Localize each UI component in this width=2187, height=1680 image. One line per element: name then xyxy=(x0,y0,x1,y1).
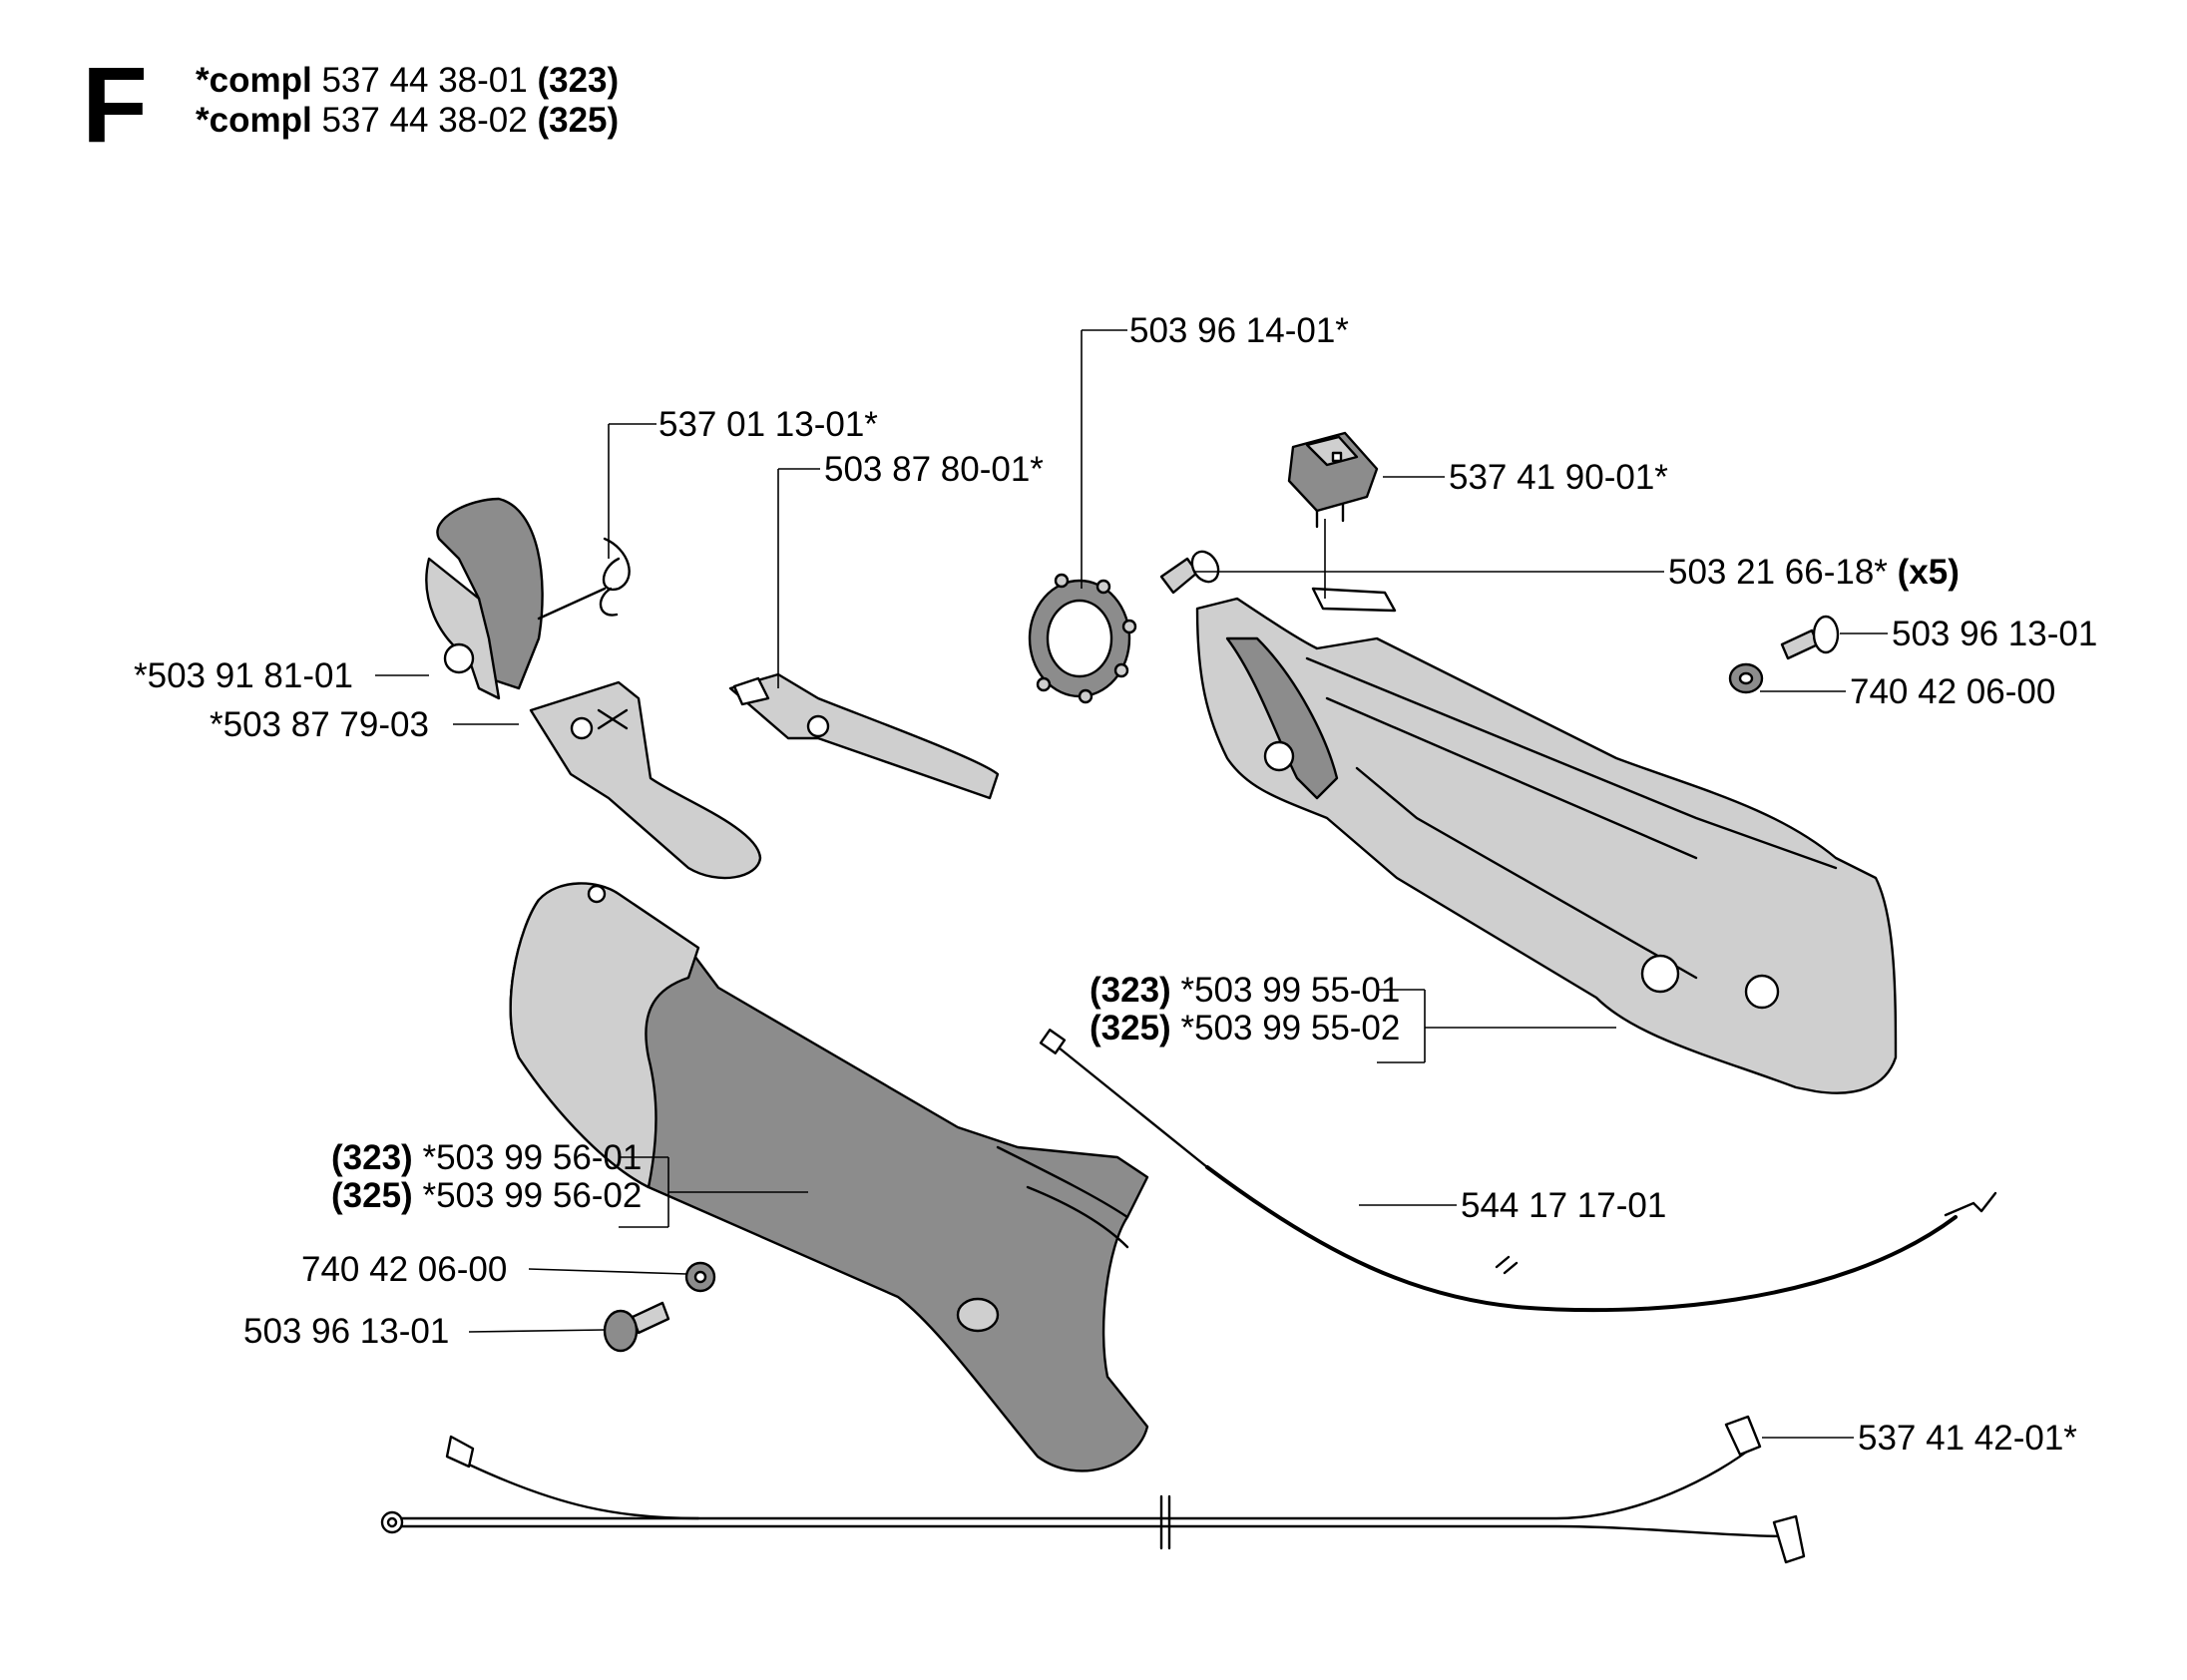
label-740-42-06-00-right: 740 42 06-00 xyxy=(1850,672,2055,711)
label-503-21-66-18: 503 21 66-18* (x5) xyxy=(1668,553,1960,592)
right-screw-drawing xyxy=(1780,615,1840,660)
housing-screw-drawing xyxy=(1159,550,1220,595)
header-1-model: (323) xyxy=(537,61,619,100)
left-screw-drawing xyxy=(603,1301,670,1353)
leader-lines xyxy=(375,329,1888,1439)
header-2-prefix: *compl xyxy=(196,101,312,140)
stop-switch-drawing xyxy=(1287,431,1379,529)
left-washer-drawing xyxy=(684,1261,716,1293)
label-503-99-55-02: (325) *503 99 55-02 xyxy=(1090,1009,1400,1048)
throttle-cable-drawing xyxy=(1039,1029,1997,1313)
throttle-rod-drawing xyxy=(728,672,1000,800)
label-503-91-81-01: *503 91 81-01 xyxy=(134,656,353,695)
front-grip-drawing xyxy=(509,882,1149,1472)
header-1-prefix: *compl xyxy=(196,61,312,100)
label-503-87-79-03: *503 87 79-03 xyxy=(210,705,429,744)
header-line-2: *compl 537 44 38-02 (325) xyxy=(196,101,619,140)
label-503-99-56-02: (325) *503 99 56-02 xyxy=(331,1176,642,1215)
label-503-21-66-18-qty: (x5) xyxy=(1898,553,1960,592)
right-washer-drawing xyxy=(1728,662,1764,694)
section-letter: F xyxy=(82,44,148,165)
label-740-42-06-00-left: 740 42 06-00 xyxy=(301,1250,507,1289)
label-537-41-90-01: 537 41 90-01* xyxy=(1449,458,1668,497)
label-503-99-55-01: (323) *503 99 55-01 xyxy=(1090,971,1400,1010)
label-503-99-55-01-model: (323) xyxy=(1090,971,1171,1010)
header-1-number: 537 44 38-01 xyxy=(321,61,527,100)
label-503-99-55-01-number: *503 99 55-01 xyxy=(1180,971,1400,1010)
lock-lever-drawing xyxy=(425,497,631,700)
label-503-99-56-01: (323) *503 99 56-01 xyxy=(331,1138,642,1177)
wiring-harness-drawing xyxy=(380,1415,1806,1564)
label-503-96-14-01: 503 96 14-01* xyxy=(1129,311,1349,350)
label-503-99-55-02-number: *503 99 55-02 xyxy=(1180,1009,1400,1048)
label-503-87-80-01: 503 87 80-01* xyxy=(824,450,1044,489)
label-537-41-42-01: 537 41 42-01* xyxy=(1858,1419,2077,1458)
label-503-96-13-01-left: 503 96 13-01 xyxy=(243,1312,449,1351)
header-2-model: (325) xyxy=(537,101,619,140)
label-503-21-66-18-number: 503 21 66-18* xyxy=(1668,553,1888,592)
label-537-01-13-01: 537 01 13-01* xyxy=(658,405,878,444)
label-503-99-55-02-model: (325) xyxy=(1090,1009,1171,1048)
label-503-99-56-01-number: *503 99 56-01 xyxy=(422,1138,642,1177)
rear-handle-housing-drawing xyxy=(1195,587,1898,1094)
header-2-number: 537 44 38-02 xyxy=(321,101,527,140)
label-503-99-56-02-model: (325) xyxy=(331,1176,413,1215)
label-503-99-56-02-number: *503 99 56-02 xyxy=(422,1176,642,1215)
label-544-17-17-01: 544 17 17-01 xyxy=(1461,1186,1666,1225)
header-line-1: *compl 537 44 38-01 (323) xyxy=(196,61,619,100)
label-503-99-56-01-model: (323) xyxy=(331,1138,413,1177)
bearing-ring-drawing xyxy=(1028,573,1137,704)
label-503-96-13-01-right: 503 96 13-01 xyxy=(1892,615,2097,653)
trigger-drawing xyxy=(529,680,762,880)
